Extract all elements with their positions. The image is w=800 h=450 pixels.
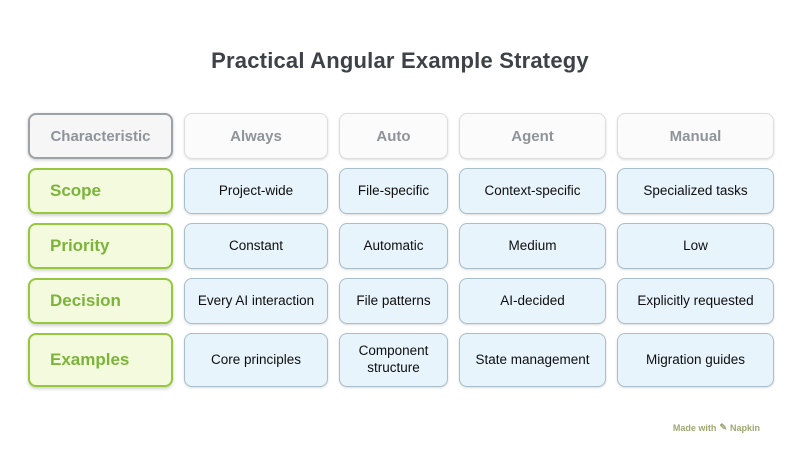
column-header-manual: Manual — [617, 113, 774, 159]
cell-scope-agent: Context-specific — [459, 168, 606, 214]
watermark-brand-text: Napkin — [729, 422, 760, 433]
cell-decision-auto: File patterns — [339, 278, 448, 324]
row-label-examples: Examples — [28, 333, 173, 387]
cell-priority-always: Constant — [184, 223, 328, 269]
column-header-characteristic: Characteristic — [28, 113, 173, 159]
pen-icon: ✎ — [719, 422, 727, 432]
cell-scope-manual: Specialized tasks — [617, 168, 774, 214]
cell-examples-always: Core principles — [184, 333, 328, 387]
strategy-table: Characteristic Always Auto Agent Manual … — [28, 113, 774, 387]
column-header-agent: Agent — [459, 113, 606, 159]
cell-scope-always: Project-wide — [184, 168, 328, 214]
cell-examples-manual: Migration guides — [617, 333, 774, 387]
page-title: Practical Angular Example Strategy — [211, 48, 589, 73]
cell-priority-manual: Low — [617, 223, 774, 269]
row-label-decision: Decision — [28, 278, 173, 324]
column-header-auto: Auto — [339, 113, 448, 159]
cell-scope-auto: File-specific — [339, 168, 448, 214]
made-with-napkin-watermark: Made with ✎ Napkin — [673, 422, 760, 433]
cell-examples-auto: Component structure — [339, 333, 448, 387]
row-label-scope: Scope — [28, 168, 173, 214]
cell-decision-agent: AI-decided — [459, 278, 606, 324]
row-label-priority: Priority — [28, 223, 173, 269]
cell-decision-always: Every AI interaction — [184, 278, 328, 324]
cell-priority-auto: Automatic — [339, 223, 448, 269]
cell-decision-manual: Explicitly requested — [617, 278, 774, 324]
cell-examples-agent: State management — [459, 333, 606, 387]
cell-priority-agent: Medium — [459, 223, 606, 269]
column-header-always: Always — [184, 113, 328, 159]
watermark-made-with-text: Made with — [672, 422, 717, 433]
